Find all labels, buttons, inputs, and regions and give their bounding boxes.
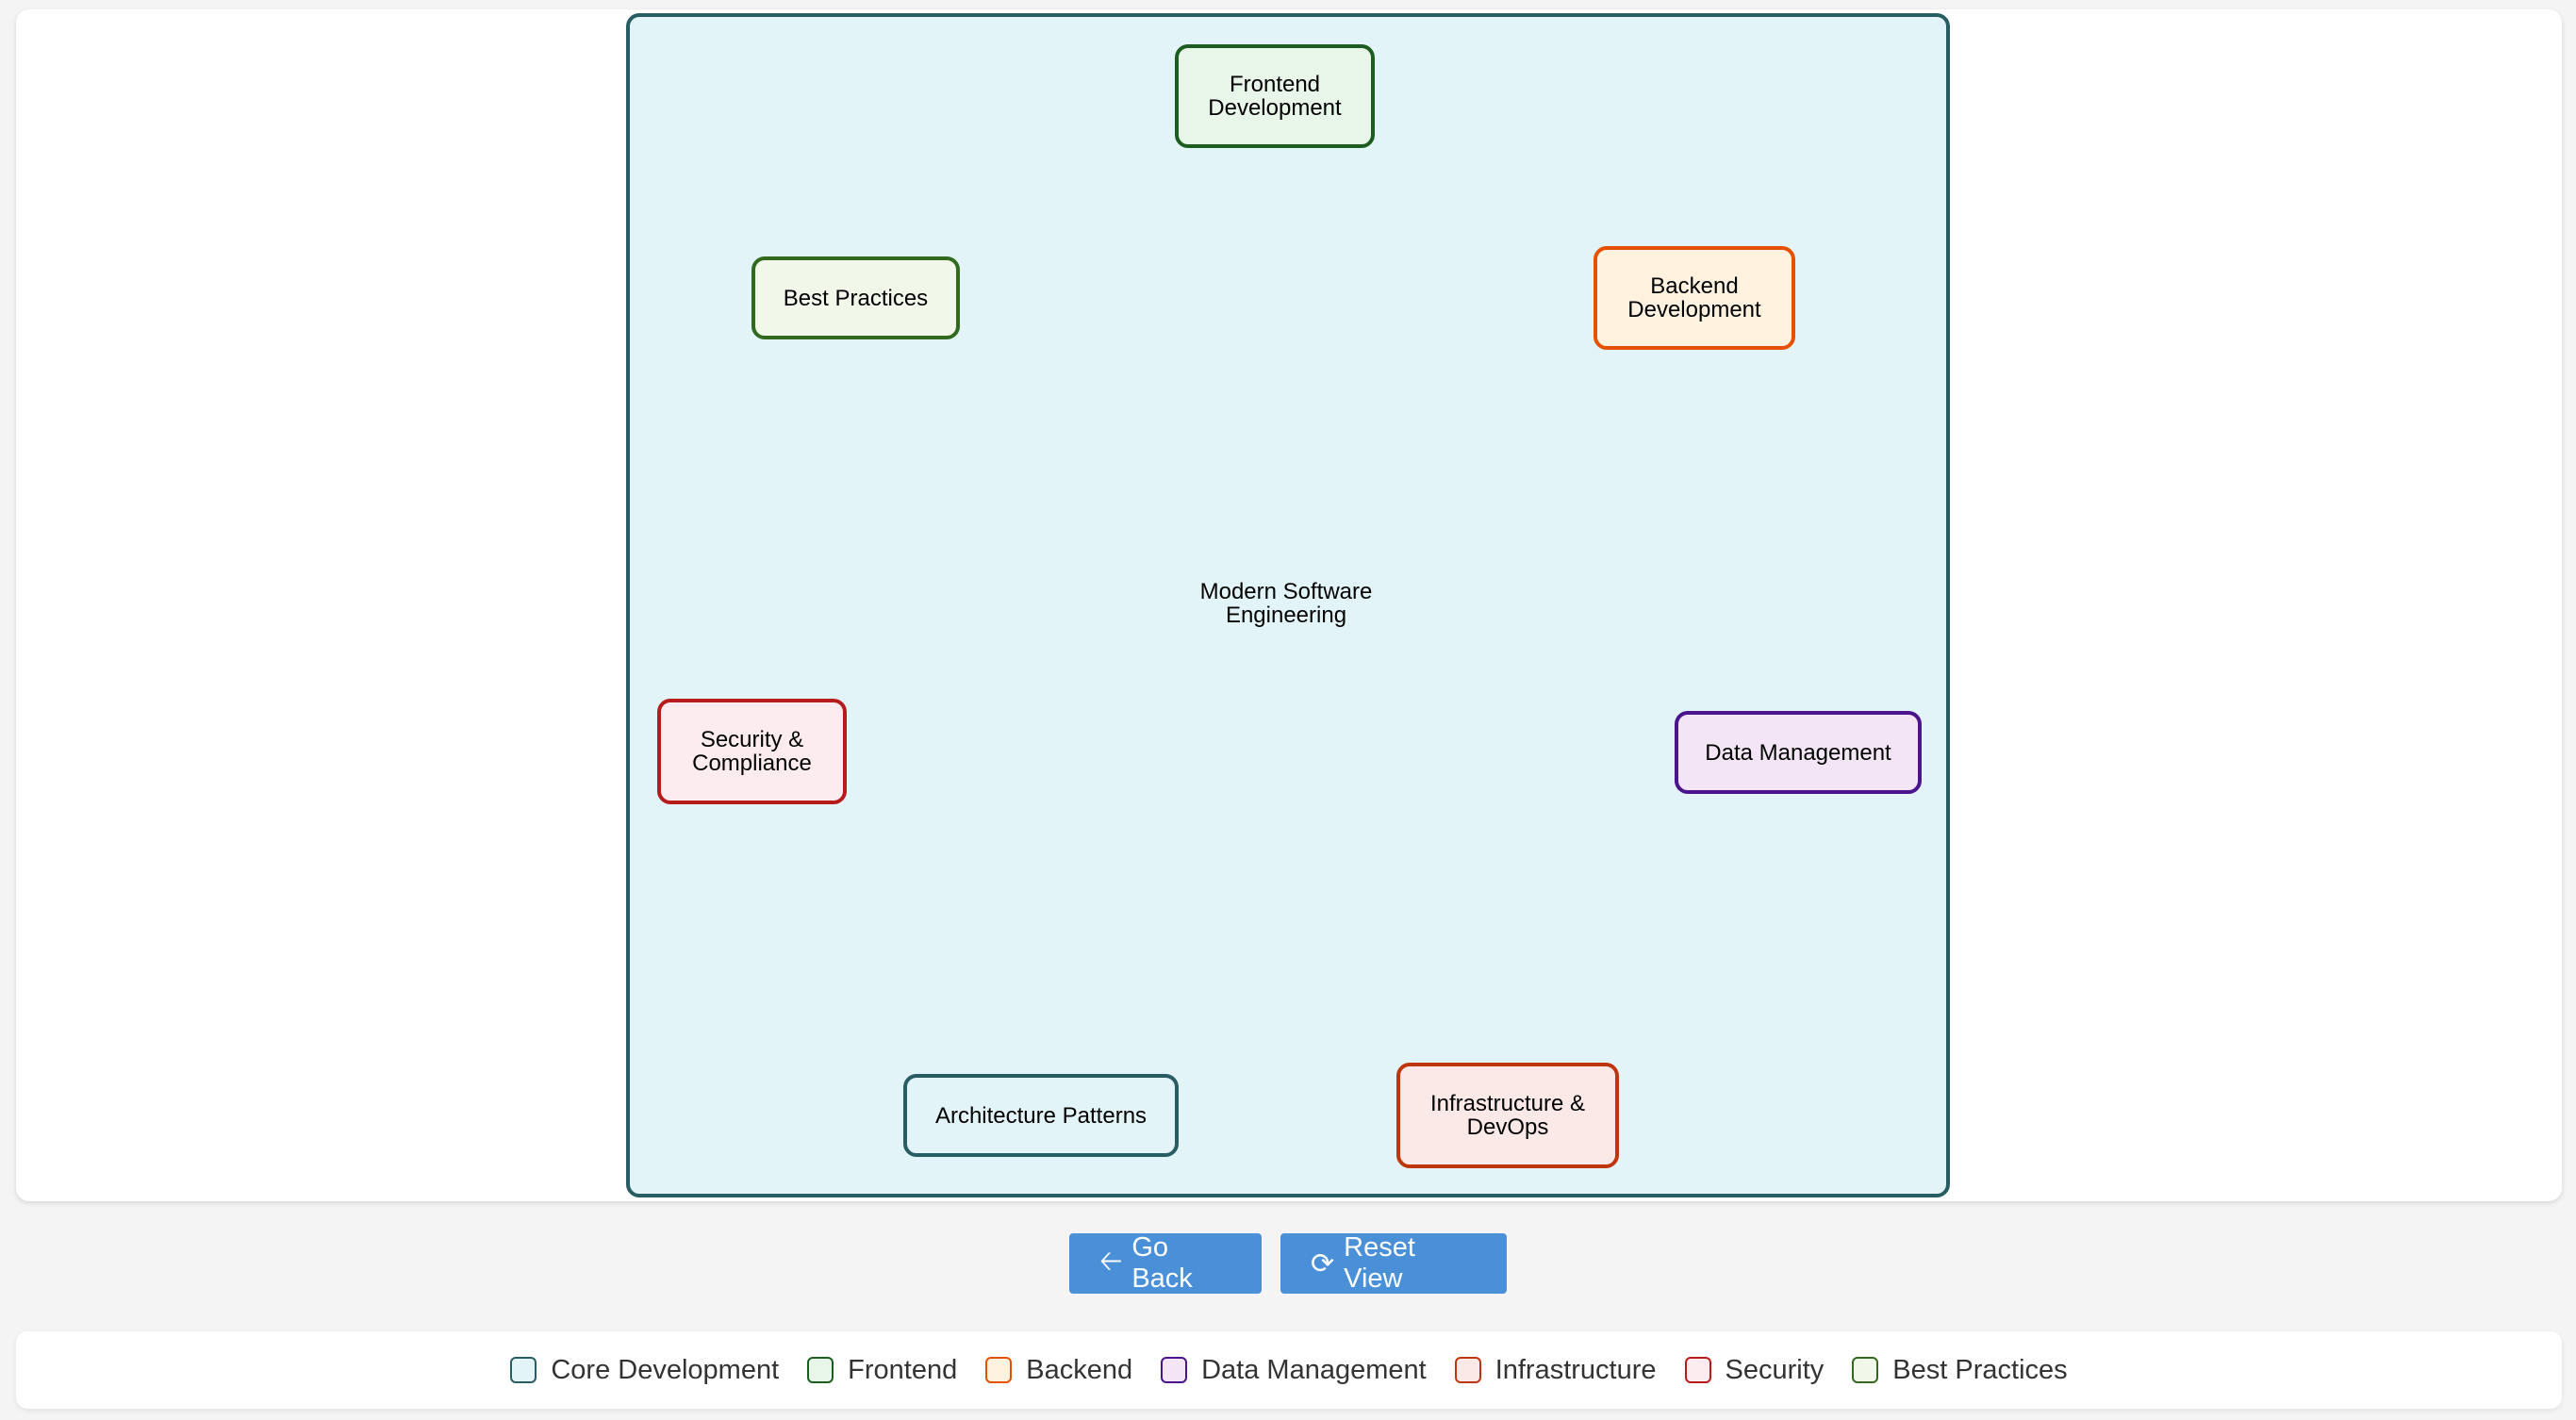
legend-swatch xyxy=(807,1357,834,1383)
node-label: Security & Compliance xyxy=(692,727,812,776)
legend-label: Security xyxy=(1725,1354,1825,1385)
legend-label: Best Practices xyxy=(1892,1354,2068,1385)
legend-item-security: Security xyxy=(1684,1354,1825,1386)
node-security[interactable]: Security & Compliance xyxy=(657,699,847,804)
node-label: Backend Development xyxy=(1627,273,1761,322)
legend-swatch xyxy=(985,1357,1013,1383)
node-backend[interactable]: Backend Development xyxy=(1593,246,1795,350)
legend: Core Development Frontend Backend Data M… xyxy=(16,1331,2562,1409)
legend-item-frontend: Frontend xyxy=(807,1355,957,1386)
legend-item-infrastructure: Infrastructure xyxy=(1454,1354,1657,1386)
node-data-management[interactable]: Data Management xyxy=(1675,711,1922,794)
legend-swatch xyxy=(1852,1357,1879,1383)
node-label: Infrastructure & DevOps xyxy=(1429,1091,1586,1140)
legend-label: Core Development xyxy=(551,1354,780,1385)
legend-label: Frontend xyxy=(848,1354,958,1385)
legend-swatch xyxy=(1454,1357,1481,1383)
legend-label: Data Management xyxy=(1201,1354,1427,1385)
reset-view-label: Reset View xyxy=(1344,1232,1415,1294)
node-infrastructure[interactable]: Infrastructure & DevOps xyxy=(1396,1063,1619,1168)
core-cluster[interactable] xyxy=(626,13,1950,1197)
control-bar: 🡠 Go Back ⟳ Reset View xyxy=(0,1232,2576,1294)
node-best-practices[interactable]: Best Practices xyxy=(751,256,960,339)
legend-swatch xyxy=(510,1357,537,1383)
node-frontend[interactable]: Frontend Development xyxy=(1175,44,1375,148)
node-label: Frontend Development xyxy=(1208,72,1342,121)
center-label: Modern Software Engineering xyxy=(1199,579,1373,628)
go-back-button[interactable]: 🡠 Go Back xyxy=(1069,1232,1262,1294)
legend-swatch xyxy=(1161,1357,1188,1383)
node-architecture[interactable]: Architecture Patterns xyxy=(903,1074,1179,1157)
node-label: Architecture Patterns xyxy=(934,1102,1148,1129)
legend-swatch xyxy=(1684,1357,1711,1383)
legend-item-core: Core Development xyxy=(510,1355,779,1386)
go-back-label: Go Back xyxy=(1131,1232,1193,1294)
refresh-icon: ⟳ xyxy=(1311,1247,1335,1280)
node-label: Best Practices xyxy=(783,285,929,311)
legend-label: Infrastructure xyxy=(1494,1354,1657,1385)
legend-item-best-practices: Best Practices xyxy=(1852,1354,2068,1386)
node-label: Data Management xyxy=(1705,739,1891,766)
legend-item-data: Data Management xyxy=(1161,1355,1427,1386)
reset-view-button[interactable]: ⟳ Reset View xyxy=(1280,1232,1507,1294)
legend-label: Backend xyxy=(1026,1354,1133,1385)
arrow-left-icon: 🡠 xyxy=(1099,1245,1123,1277)
legend-item-backend: Backend xyxy=(985,1355,1132,1386)
